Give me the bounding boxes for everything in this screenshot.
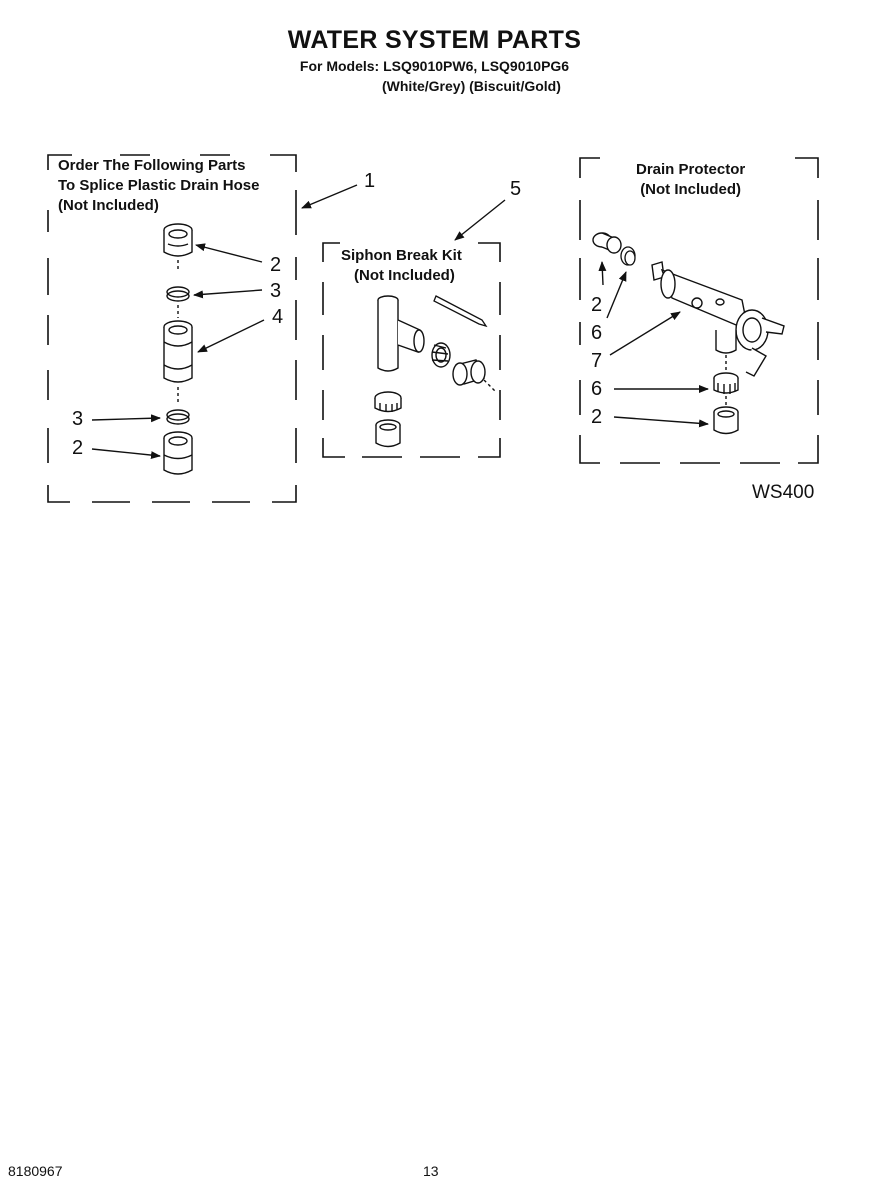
models-line: For Models: LSQ9010PW6, LSQ9010PG6	[299, 58, 570, 74]
drain-title-line1: Drain Protector	[636, 161, 746, 178]
splice-parts-box-border	[47, 154, 297, 503]
siphon-adapter	[375, 419, 401, 448]
splice-connector	[163, 320, 193, 405]
drain-fitting-bottom	[713, 406, 739, 435]
callout-drain-2-bottom: 2	[591, 406, 603, 428]
splice-fitting-bottom	[163, 431, 193, 475]
siphon-pin	[433, 295, 488, 328]
callout-splice-4: 4	[272, 306, 284, 328]
siphon-ring	[374, 391, 402, 413]
siphon-cap	[452, 359, 497, 393]
drain-fitting-top	[592, 232, 622, 254]
page-number: 13	[423, 1163, 439, 1179]
splice-box-title: Order The Following Parts To Splice Plas…	[58, 156, 259, 216]
drain-ring-top	[620, 246, 636, 266]
leader-arrows	[91, 184, 709, 460]
callout-5: 5	[510, 178, 522, 200]
callout-drain-6-bottom: 6	[591, 378, 603, 400]
callout-drain-6-top: 6	[591, 322, 603, 344]
splice-title-line3: (Not Included)	[58, 197, 159, 214]
page-title: WATER SYSTEM PARTS	[287, 26, 582, 54]
drain-box-title: Drain Protector (Not Included)	[636, 160, 745, 200]
siphon-title-line2: (Not Included)	[354, 267, 455, 284]
callout-splice-3-bottom: 3	[72, 408, 84, 430]
callout-splice-2-top: 2	[270, 254, 282, 276]
callout-1: 1	[364, 170, 376, 192]
document-number: 8180967	[8, 1163, 63, 1179]
callout-splice-3-top: 3	[270, 280, 282, 302]
siphon-title-line1: Siphon Break Kit	[341, 247, 462, 264]
drain-title-line2: (Not Included)	[640, 181, 742, 198]
splice-clamp-bottom	[166, 409, 190, 425]
splice-clamp-top	[166, 286, 190, 318]
splice-title-line1: Order The Following Parts	[58, 157, 246, 174]
siphon-tee	[377, 295, 425, 372]
drain-ring-bottom	[713, 372, 739, 405]
drain-box-border	[579, 157, 819, 464]
drain-protector-body	[651, 261, 785, 377]
siphon-box-title: Siphon Break Kit (Not Included)	[341, 246, 462, 286]
splice-title-line2: To Splice Plastic Drain Hose	[58, 177, 260, 194]
siphon-nut	[431, 342, 451, 368]
siphon-box-border	[322, 242, 501, 458]
callout-splice-2-bottom: 2	[72, 437, 84, 459]
callout-drain-2-top: 2	[591, 294, 603, 316]
diagram-code: WS400	[752, 482, 815, 503]
callout-drain-7: 7	[591, 350, 603, 372]
splice-fitting-top	[163, 223, 193, 272]
colors-line: (White/Grey) (Biscuit/Gold)	[382, 78, 561, 94]
